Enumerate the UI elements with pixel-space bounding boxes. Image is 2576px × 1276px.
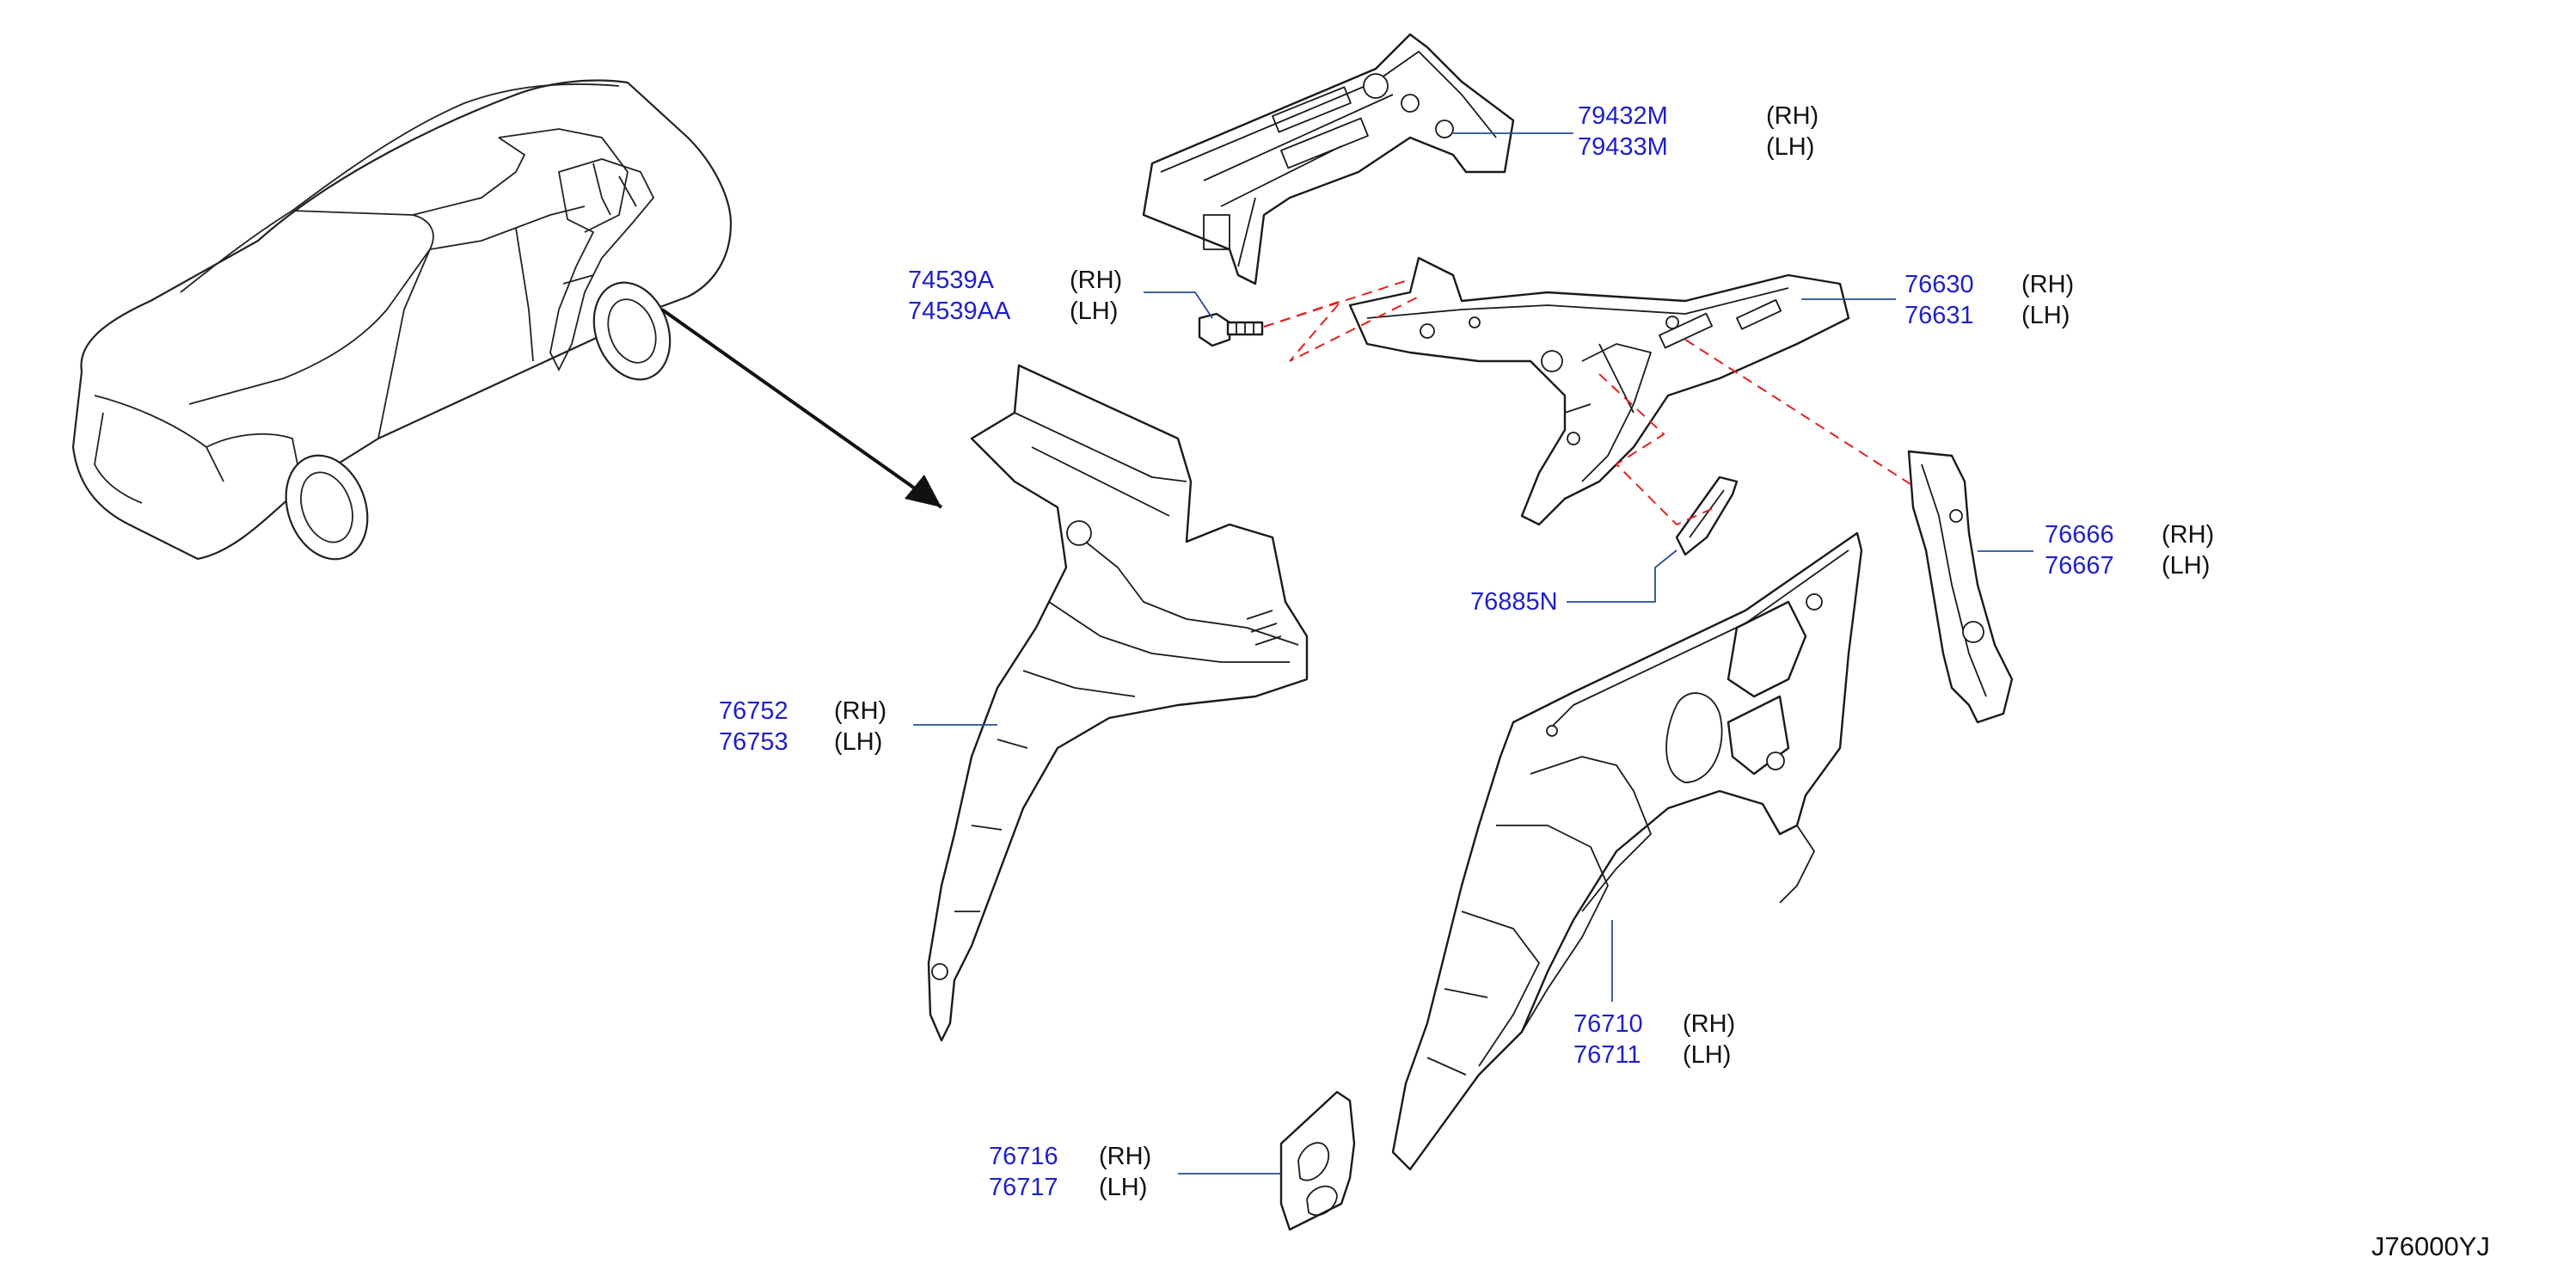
bolt-icon (1198, 312, 1264, 347)
callout-leaders (913, 132, 2033, 1175)
reference-arrow (660, 308, 943, 509)
part-number-79432m[interactable]: 79432M (1578, 102, 1668, 130)
side-lh: (LH) (1766, 133, 1815, 161)
side-lh: (LH) (1099, 1174, 1148, 1201)
callout-76885n: 76885N (1470, 586, 1558, 617)
side-rh: (RH) (1099, 1143, 1152, 1170)
part-number-76717[interactable]: 76717 (989, 1174, 1058, 1201)
vehicle-overview (71, 79, 733, 561)
callout-76666: 76666 (RH) 76667 (LH) (2045, 519, 2214, 581)
side-lh: (LH) (1070, 298, 1119, 325)
rear-pillar-brace (1907, 450, 2014, 724)
part-number-76666[interactable]: 76666 (2045, 521, 2114, 549)
callout-76630: 76630 (RH) 76631 (LH) (1904, 269, 2074, 331)
side-lh: (LH) (2162, 552, 2211, 580)
side-rh: (RH) (2021, 271, 2075, 298)
wheelhouse-extension-panel (1279, 1090, 1356, 1231)
part-number-79433m[interactable]: 79433M (1578, 133, 1668, 161)
side-rh: (RH) (1683, 1010, 1736, 1038)
part-number-74539a[interactable]: 74539A (908, 267, 994, 294)
callout-76710: 76710 (RH) 76711 (LH) (1573, 1009, 1735, 1070)
part-number-74539aa[interactable]: 74539AA (908, 298, 1011, 325)
side-rh: (RH) (2162, 521, 2215, 549)
diagram-code: J76000YJ (2371, 1231, 2490, 1261)
part-number-76885n[interactable]: 76885N (1470, 588, 1558, 616)
assembly-guide-lines (1263, 279, 1914, 526)
callout-76752: 76752 (RH) 76753 (LH) (719, 696, 886, 758)
side-lh: (LH) (834, 728, 883, 756)
part-number-76753[interactable]: 76753 (719, 728, 788, 756)
part-number-76716[interactable]: 76716 (989, 1143, 1058, 1170)
callout-79432m: 79432M (RH) 79433M (LH) (1578, 101, 1819, 163)
side-rh: (RH) (834, 697, 887, 725)
rear-pillar-inner-reinforcement (1348, 256, 1850, 526)
part-number-76630[interactable]: 76630 (1904, 271, 1974, 298)
callout-76716: 76716 (RH) 76717 (LH) (989, 1141, 1151, 1203)
rear-wheelhouse-inner (1391, 531, 1863, 1171)
part-number-76711[interactable]: 76711 (1573, 1041, 1641, 1069)
part-number-76667[interactable]: 76667 (2045, 552, 2114, 580)
callout-74539a: 74539A (RH) 74539AA (LH) (908, 265, 1122, 327)
side-lh: (LH) (2021, 302, 2070, 329)
small-bracket (1675, 475, 1739, 556)
side-rh: (RH) (1766, 102, 1819, 130)
part-number-76710[interactable]: 76710 (1573, 1010, 1643, 1038)
rear-wheelhouse-outer (927, 364, 1309, 1042)
arrow-head-icon (905, 475, 941, 507)
part-number-76752[interactable]: 76752 (719, 697, 788, 725)
side-lh: (LH) (1683, 1041, 1732, 1069)
part-number-76631[interactable]: 76631 (1904, 302, 1974, 329)
rear-floor-side-panel (1142, 33, 1515, 285)
side-rh: (RH) (1070, 267, 1123, 294)
